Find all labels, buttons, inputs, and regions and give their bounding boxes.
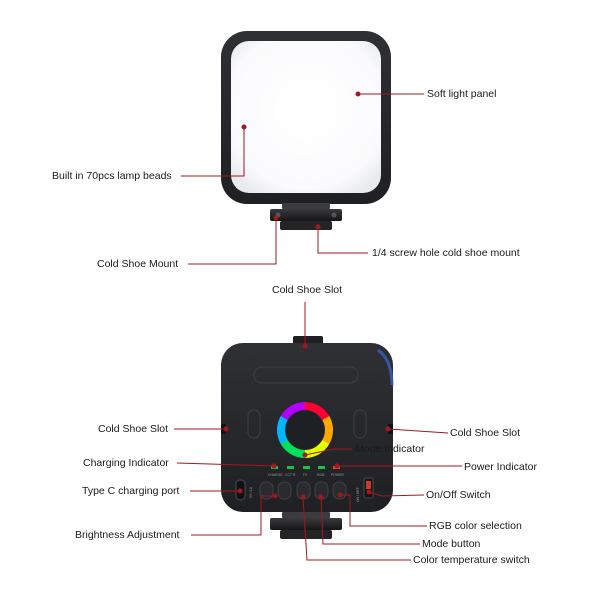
label-cold-shoe-mount: Cold Shoe Mount xyxy=(97,258,179,270)
label-soft-light-panel: Soft light panel xyxy=(427,88,497,100)
front-device xyxy=(221,31,391,230)
label-mode-button: Mode button xyxy=(422,538,481,550)
label-screw-hole: 1/4 screw hole cold shoe mount xyxy=(372,247,520,259)
cold-shoe-mount-top xyxy=(282,203,330,209)
label-cold-shoe-slot-top: Cold Shoe Slot xyxy=(272,284,343,296)
label-mode-indicator: Mode Indicator xyxy=(355,443,425,455)
label-cold-shoe-slot-right: Cold Shoe Slot xyxy=(450,427,521,439)
label-brightness-adjustment: Brightness Adjustment xyxy=(75,529,180,541)
label-type-c-port: Type C charging port xyxy=(82,485,180,497)
body-edge-highlight xyxy=(377,348,394,386)
label-on-off-switch: On/Off Switch xyxy=(426,489,491,501)
cold-shoe-mount-base xyxy=(270,209,342,221)
bottom-shoe-base xyxy=(270,518,342,530)
soft-light-panel xyxy=(231,41,381,193)
switch-text: ON / OFF xyxy=(356,487,360,502)
label-rgb-color-selection: RGB color selection xyxy=(429,520,522,532)
led-cct xyxy=(287,466,294,469)
indicator-text: CCT R xyxy=(285,473,296,477)
led-rgb xyxy=(318,466,325,469)
label-cold-shoe-slot-left: Cold Shoe Slot xyxy=(98,423,169,435)
label-color-temperature-switch: Color temperature switch xyxy=(413,554,530,566)
indicator-text: RGB xyxy=(317,473,325,477)
indicator-text: CHARGE xyxy=(268,473,283,477)
led-fx xyxy=(303,466,310,469)
indicator-text: POWER xyxy=(331,473,344,477)
brightness-plus-button xyxy=(277,481,292,500)
bottom-shoe-neck xyxy=(280,530,332,539)
bottom-shoe-top xyxy=(282,512,330,518)
back-device: CHARGE CCT R FX RGB POWER 5V⎓1A ON / OFF xyxy=(221,336,394,539)
label-power-indicator: Power Indicator xyxy=(464,461,537,473)
on-off-switch-knob xyxy=(366,481,371,489)
indicator-text: FX xyxy=(303,473,308,477)
screw-hole-icon xyxy=(331,212,337,218)
cold-shoe-mount-neck xyxy=(280,221,332,230)
label-charging-indicator: Charging Indicator xyxy=(83,457,169,469)
rgb-ring xyxy=(277,402,333,458)
indicator-texts: CHARGE CCT R FX RGB POWER xyxy=(268,473,344,477)
vent-grooves xyxy=(247,366,367,439)
leader-lines xyxy=(174,91,462,561)
label-lamp-beads: Built in 70pcs lamp beads xyxy=(52,170,172,182)
port-text: 5V⎓1A xyxy=(249,486,253,498)
brightness-minus-button xyxy=(259,481,274,500)
